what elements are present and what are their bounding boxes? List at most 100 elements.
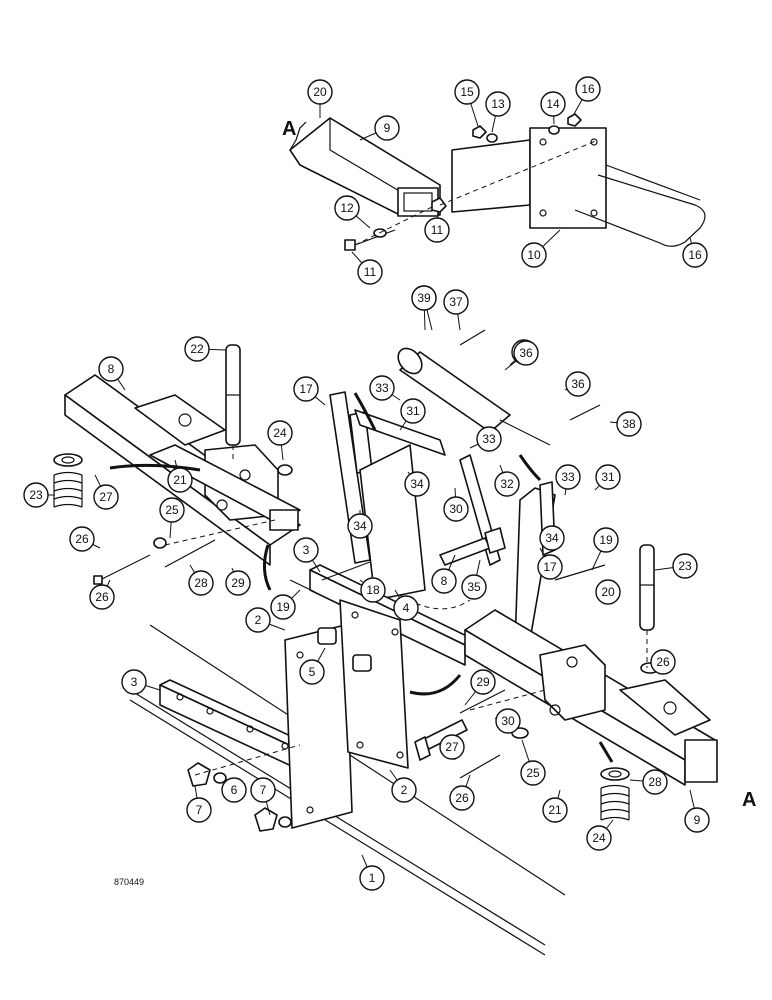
callout-number: 14 [546,97,560,111]
callout-number: 34 [353,519,367,533]
callout-balloon [69,526,95,552]
callout-9: 9 [359,115,400,141]
callout-balloon [391,777,417,803]
callout-balloon [684,807,710,833]
callout-balloon [393,595,419,621]
mounting-plate-12 [529,127,607,229]
tube-11-end [684,739,718,783]
callout-balloon [520,760,546,786]
bar-3-lower [159,684,301,771]
callout-number: 15 [460,85,474,99]
callout-balloon [23,482,49,508]
callout-number: 22 [190,342,204,356]
callout-21: 21 [167,459,193,493]
callout-balloon [369,375,395,401]
callout-balloon [245,607,271,633]
callout-29: 29 [225,567,251,596]
callout-number: 20 [313,85,327,99]
washer-8-b [278,816,292,828]
callout-number: 24 [273,426,287,440]
callout-9: 9 [684,789,710,833]
callout-balloon [404,471,430,497]
callout-balloon [359,865,385,891]
callout-number: 10 [527,248,541,262]
callout-38: 38 [609,411,642,437]
callout-16: 16 [573,76,601,115]
callout-33: 33 [369,375,401,401]
callout-balloon [293,376,319,402]
callout-number: 39 [417,291,431,305]
callout-balloon [650,649,676,675]
callout-number: 33 [482,432,496,446]
callout-11: 11 [351,251,383,285]
callout-balloon [374,115,400,141]
callout-13: 13 [485,91,511,133]
callout-33: 33 [469,426,502,452]
callout-30: 30 [443,487,469,522]
callout-26: 26 [449,774,475,811]
callout-33: 33 [555,464,581,496]
callout-balloon [555,464,581,490]
callout-22: 22 [184,336,227,362]
callout-number: 1 [369,871,376,885]
callout-34: 34 [347,510,373,539]
callout-number: 20 [601,585,615,599]
callout-3: 3 [121,669,161,695]
callout-balloon [357,259,383,285]
callout-32: 32 [494,464,520,497]
callout-number: 21 [173,473,187,487]
callout-number: 24 [592,831,606,845]
match-letter-a-top: A [282,118,296,140]
inset-assembly [289,113,706,251]
callout-balloon [334,195,360,221]
callout-balloon [225,570,251,596]
callout-number: 26 [95,590,109,604]
callout-number: 23 [29,488,43,502]
callout-10: 10 [521,229,561,268]
bolt-27-left-head [93,575,103,585]
callout-12: 12 [334,195,371,229]
callout-4: 4 [393,589,419,621]
callout-number: 11 [364,265,377,279]
link-32 [354,409,446,456]
callout-number: 16 [581,82,595,96]
callout-number: 19 [599,533,613,547]
callout-number: 7 [260,783,267,797]
bolt-5-head [484,527,506,554]
drawing-number: 870449 [114,877,144,887]
callout-17: 17 [293,376,326,406]
callout-24: 24 [267,420,293,461]
callout-number: 5 [309,665,316,679]
plate-2-back [339,599,409,769]
callout-25: 25 [520,739,546,786]
callout-balloon [307,79,333,105]
callout-2: 2 [245,607,286,633]
callout-balloon [485,91,511,117]
callout-balloon [454,79,480,105]
callout-balloon [449,785,475,811]
nut-9-b [254,807,278,832]
callout-number: 11 [431,223,444,237]
callout-number: 28 [194,576,208,590]
spring-25-right [600,767,630,821]
callout-balloon [476,426,502,452]
callout-3: 3 [293,537,321,573]
callout-24: 24 [586,819,614,851]
callout-number: 25 [165,503,179,517]
callout-number: 32 [500,477,514,491]
assembly-lines [164,445,648,776]
callout-balloon [682,242,708,268]
clevis-plate-right [619,679,711,736]
callout-number: 31 [406,404,420,418]
callout-number: 12 [340,201,354,215]
callout-number: 36 [519,346,533,360]
callout-balloon [221,777,247,803]
callout-balloon [494,471,520,497]
callout-2: 2 [389,769,417,803]
callout-29: 29 [464,669,496,706]
callout-balloon [98,356,124,382]
match-letter-a-bottom: A [742,789,756,811]
callout-balloon [267,420,293,446]
